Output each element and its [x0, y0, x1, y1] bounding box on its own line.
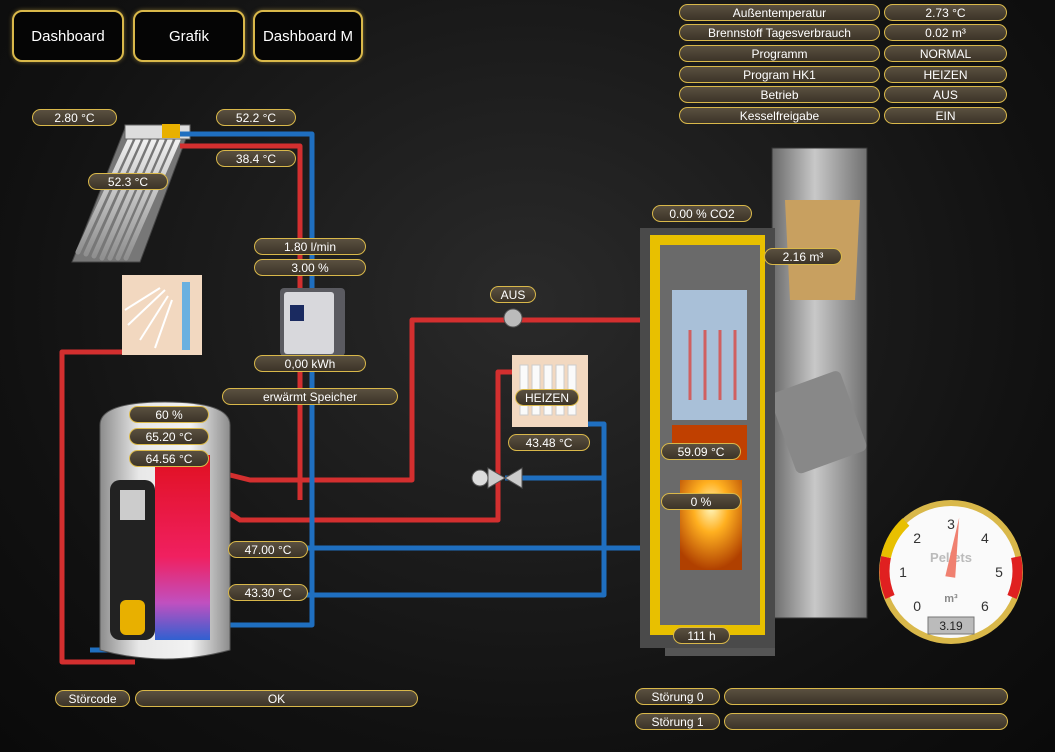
- stoerung0-value: [724, 688, 1008, 705]
- pellet-boiler: [640, 228, 775, 656]
- stoercode-label: Störcode: [55, 690, 130, 707]
- boiler-temp: 59.09 °C: [661, 443, 741, 460]
- burner-power: 0 %: [661, 493, 741, 510]
- co2-value: 0.00 % CO2: [652, 205, 752, 222]
- flow-rate: 1.80 l/min: [254, 238, 366, 255]
- gauge-tick-label: 1: [899, 564, 907, 580]
- dashboard-m-button[interactable]: Dashboard M: [253, 10, 363, 62]
- tank-temp-top: 65.20 °C: [129, 428, 209, 445]
- stoerung1-label: Störung 1: [635, 713, 720, 730]
- status-label: Brennstoff Tagesverbrauch: [679, 24, 880, 41]
- solar-collector: [71, 124, 191, 263]
- operating-hours: 111 h: [673, 627, 730, 644]
- mixing-valve: [471, 467, 523, 489]
- solar-energy: 0,00 kWh: [254, 355, 366, 372]
- pellet-hopper: [770, 147, 868, 619]
- gauge-tick-label: 3: [947, 516, 955, 532]
- status-value: EIN: [884, 107, 1007, 124]
- grafik-button[interactable]: Grafik: [133, 10, 245, 62]
- status-value: 2.73 °C: [884, 4, 1007, 21]
- status-label: Programm: [679, 45, 880, 62]
- dashboard-button[interactable]: Dashboard: [12, 10, 124, 62]
- status-label: Kesselfreigabe: [679, 107, 880, 124]
- solar-station-unit: [280, 288, 345, 356]
- shower-illustration: [122, 275, 202, 355]
- tank-temp-middle: 47.00 °C: [228, 541, 308, 558]
- ambient-temp: 2.80 °C: [32, 109, 117, 126]
- gauge-tick-label: 0: [913, 598, 921, 614]
- status-label: Program HK1: [679, 66, 880, 83]
- gauge-tick-label: 4: [981, 530, 989, 546]
- gauge-tick-label: 2: [913, 530, 921, 546]
- status-label: Außentemperatur: [679, 4, 880, 21]
- valve-state: AUS: [490, 286, 536, 303]
- stoercode-value: OK: [135, 690, 418, 707]
- tank-temp-lower: 43.30 °C: [228, 584, 308, 601]
- hopper-level: 2.16 m³: [764, 248, 842, 265]
- pump-icon: [503, 308, 523, 328]
- stoerung1-value: [724, 713, 1008, 730]
- status-value: AUS: [884, 86, 1007, 103]
- status-value: HEIZEN: [884, 66, 1007, 83]
- status-label: Betrieb: [679, 86, 880, 103]
- solar-mode: erwärmt Speicher: [222, 388, 398, 405]
- solar-flow-temp: 52.2 °C: [216, 109, 296, 126]
- status-value: 0.02 m³: [884, 24, 1007, 41]
- gauge-needle: [945, 517, 960, 578]
- gauge-tick-label: 5: [995, 564, 1003, 580]
- stoerung0-label: Störung 0: [635, 688, 720, 705]
- gauge-value: 3.19: [939, 619, 963, 633]
- radiator-temp: 43.48 °C: [508, 434, 590, 451]
- tank-temp-upper: 64.56 °C: [129, 450, 209, 467]
- collector-temp: 52.3 °C: [88, 173, 168, 190]
- tank-level: 60 %: [129, 406, 209, 423]
- gauge-unit: m³: [944, 593, 958, 605]
- gauge-tick-label: 6: [981, 598, 989, 614]
- radiator-mode: HEIZEN: [515, 389, 579, 406]
- solar-return-temp: 38.4 °C: [216, 150, 296, 167]
- status-value: NORMAL: [884, 45, 1007, 62]
- pump-speed: 3.00 %: [254, 259, 366, 276]
